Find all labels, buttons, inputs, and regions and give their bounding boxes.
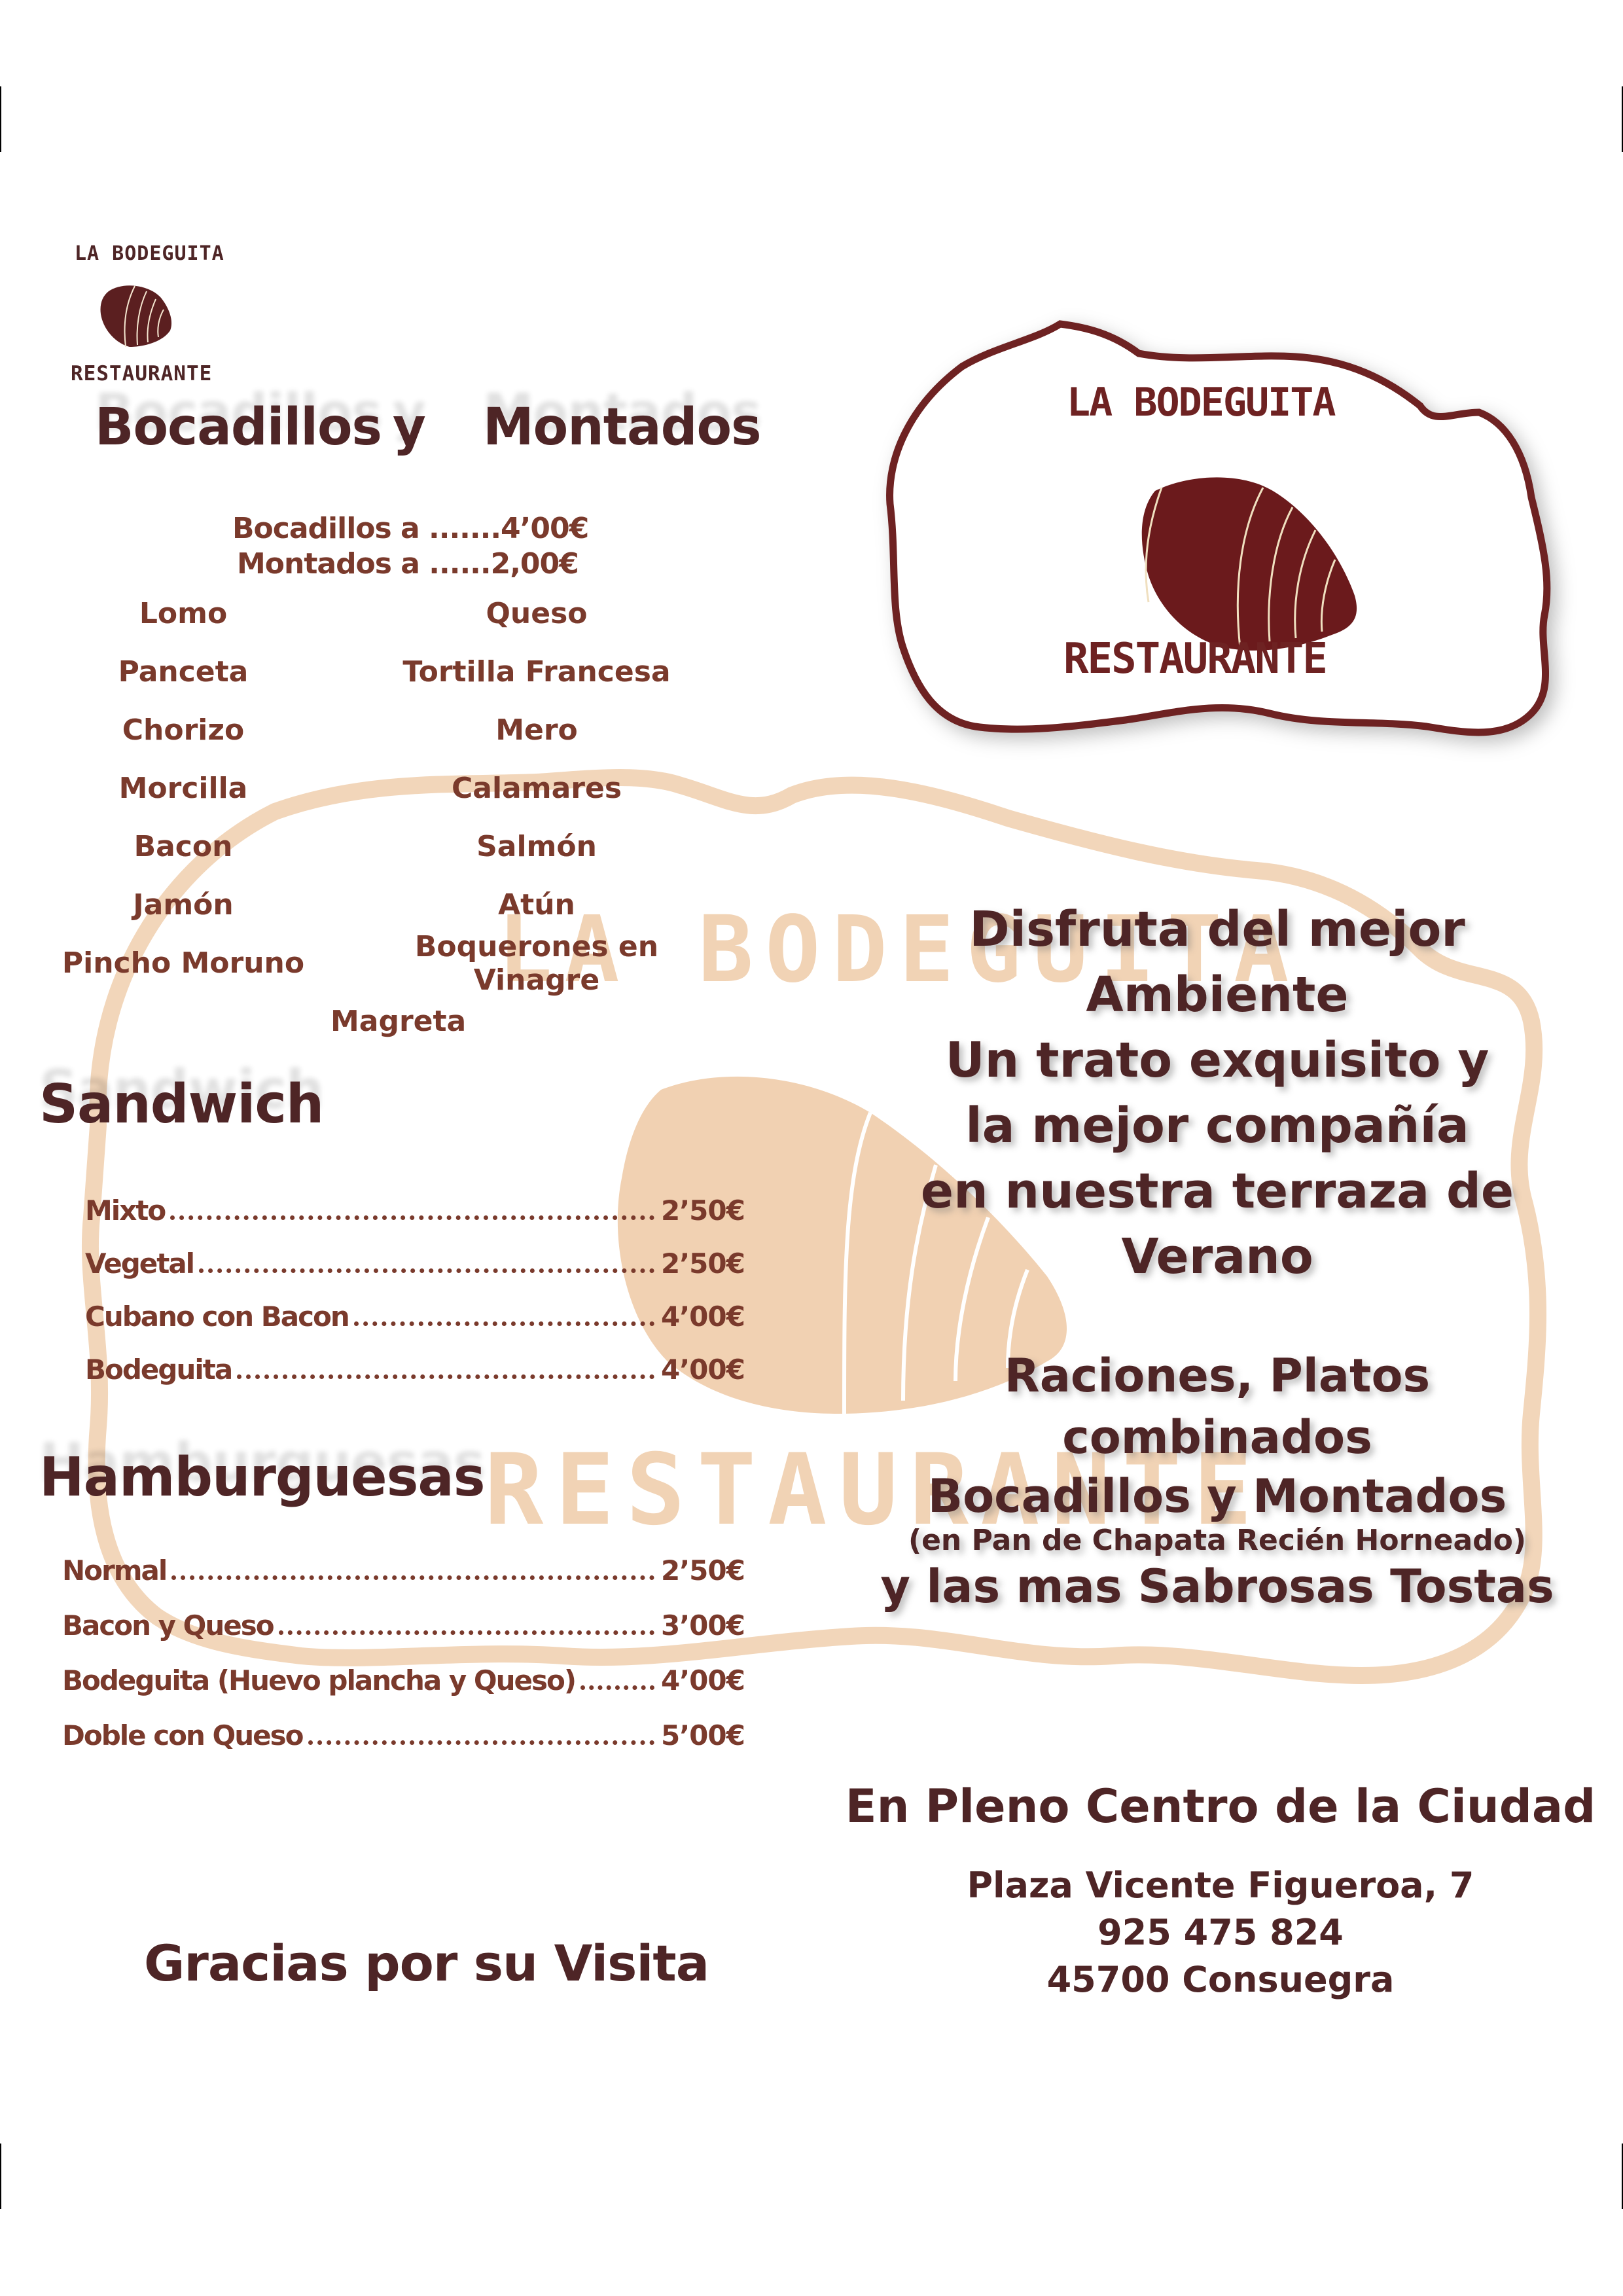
list-item-row: Morcilla Calamares [0,759,772,817]
bread-loaf-icon [100,285,172,348]
watermark-bread-icon [617,1076,1067,1414]
table-row: Vegetal 2’50€ [85,1247,745,1300]
bocadillos-title-part2: y [393,398,426,457]
leader-dots [170,1215,654,1220]
list-item: Jamón [133,888,234,922]
list-item-row: Jamón Atún [0,876,772,934]
list-item: Chorizo [122,713,245,747]
item-name: Doble con Queso [62,1719,304,1751]
list-item-row: Lomo Queso [0,584,772,643]
bread-loaf-icon [1141,477,1357,651]
contact-phone: 925 475 824 [1097,1912,1344,1953]
contact-city: 45700 Consuegra [1046,1959,1395,2000]
table-row: Bodeguita 4’00€ [85,1354,745,1407]
leader-dots [278,1630,654,1635]
big-logo-bottom-text: RESTAURANTE [1063,635,1328,683]
table-row: Bodeguita (Huevo plancha y Queso) 4’00€ [62,1664,745,1719]
item-price: 4’00€ [661,1664,745,1696]
item-name: Bodeguita [85,1354,233,1386]
bocadillos-price-line-1: Bocadillos a .......4’00€ [232,512,589,545]
hamburguesas-title: Hamburguesas [39,1446,486,1509]
crop-mark-bottom-right [1622,2144,1623,2209]
contact-block: En Pleno Centro de la Ciudad Plaza Vicen… [844,1777,1597,2003]
leader-dots [353,1321,654,1326]
list-item: Queso [486,597,588,630]
sandwich-title: Sandwich [39,1073,324,1136]
thanks-text: Gracias por su Visita [144,1934,709,1992]
offer-line-3: (en Pan de Chapata Recién Horneado) [908,1524,1526,1557]
leader-dots [199,1268,654,1273]
item-name: Bodeguita (Huevo plancha y Queso) [62,1664,577,1696]
crop-mark-top-left [0,86,1,152]
crop-mark-bottom-left [0,2144,1,2209]
promo-line: en nuestra terraza de Verano [920,1163,1514,1285]
promo-block: Disfruta del mejor Ambiente Un trato exq… [844,897,1590,1289]
table-row: Doble con Queso 5’00€ [62,1719,745,1774]
item-name: Vegetal [85,1247,195,1280]
bocadillos-items: Lomo Queso Panceta Tortilla Francesa Cho… [0,584,772,997]
item-price: 2’50€ [661,1554,745,1587]
list-item: Atún [498,888,575,922]
list-item-row: Panceta Tortilla Francesa [0,643,772,701]
bocadillos-price-line-2: Montados a ......2,00€ [237,547,579,581]
offer-line-1: Raciones, Platos combinados [1004,1349,1431,1464]
item-name: Normal [62,1554,168,1587]
item-price: 2’50€ [661,1194,745,1227]
offer-line-2: Bocadillos y Montados [927,1469,1507,1523]
offer-line-4: y las mas Sabrosas Tostas [880,1560,1554,1613]
list-item: Mero [495,713,578,747]
big-logo-top-text: LA BODEGUITA [1067,380,1336,425]
item-price: 2’50€ [661,1247,745,1280]
item-name: Bacon y Queso [62,1609,275,1641]
list-item: Pincho Moruno [62,946,305,980]
list-item: Boquerones en Vinagre [414,929,659,997]
promo-line: la mejor compañía [965,1098,1469,1154]
contact-headline: En Pleno Centro de la Ciudad [845,1780,1596,1833]
watermark-top-text: LA BODEGUITA [497,897,1301,1003]
item-name: Cubano con Bacon [85,1300,350,1333]
small-logo-bottom-text: RESTAURANTE [71,362,213,386]
leader-dots [308,1740,654,1745]
item-price: 5’00€ [661,1719,745,1751]
item-price: 4’00€ [661,1300,745,1333]
list-item: Magreta [330,1005,467,1038]
watermark-bottom-text: RESTAURANTE [484,1433,1264,1547]
offer-block: Raciones, Platos combinados Bocadillos y… [844,1345,1590,1616]
leader-dots [580,1685,654,1690]
list-item: Salmón [476,830,597,863]
list-item: Morcilla [118,772,248,805]
list-item: Panceta [118,655,249,689]
list-item: Calamares [451,772,622,805]
table-row: Mixto 2’50€ [85,1194,745,1247]
contact-address: Plaza Vicente Figueroa, 7 [967,1865,1474,1906]
item-price: 4’00€ [661,1354,745,1386]
table-row: Bacon y Queso 3’00€ [62,1609,745,1664]
list-item-row: Pincho Moruno Boquerones en Vinagre [0,930,772,997]
table-row: Cubano con Bacon 4’00€ [85,1300,745,1354]
item-price: 3’00€ [661,1609,745,1641]
leader-dots [237,1374,654,1379]
leader-dots [171,1575,654,1580]
list-item-row: Bacon Salmón [0,817,772,876]
small-logo: LA BODEGUITA RESTAURANTE [71,242,241,393]
promo-line: Disfruta del mejor Ambiente [969,901,1465,1023]
list-item: Bacon [134,830,233,863]
list-item: Lomo [139,597,228,630]
bocadillos-title-part3: Montados [483,398,762,457]
hamburguesas-list: Normal 2’50€ Bacon y Queso 3’00€ Bodegui… [62,1554,745,1774]
small-logo-top-text: LA BODEGUITA [75,242,224,265]
sandwich-list: Mixto 2’50€ Vegetal 2’50€ Cubano con Bac… [85,1194,745,1407]
promo-line: Un trato exquisito y [945,1032,1489,1088]
big-logo: LA BODEGUITA RESTAURANTE [864,308,1590,759]
table-row: Normal 2’50€ [62,1554,745,1609]
crop-mark-top-right [1622,86,1623,152]
list-item: Tortilla Francesa [402,655,671,689]
list-item-row: Chorizo Mero [0,701,772,759]
bocadillos-title-part1: Bocadillos [95,398,382,457]
item-name: Mixto [85,1194,166,1227]
